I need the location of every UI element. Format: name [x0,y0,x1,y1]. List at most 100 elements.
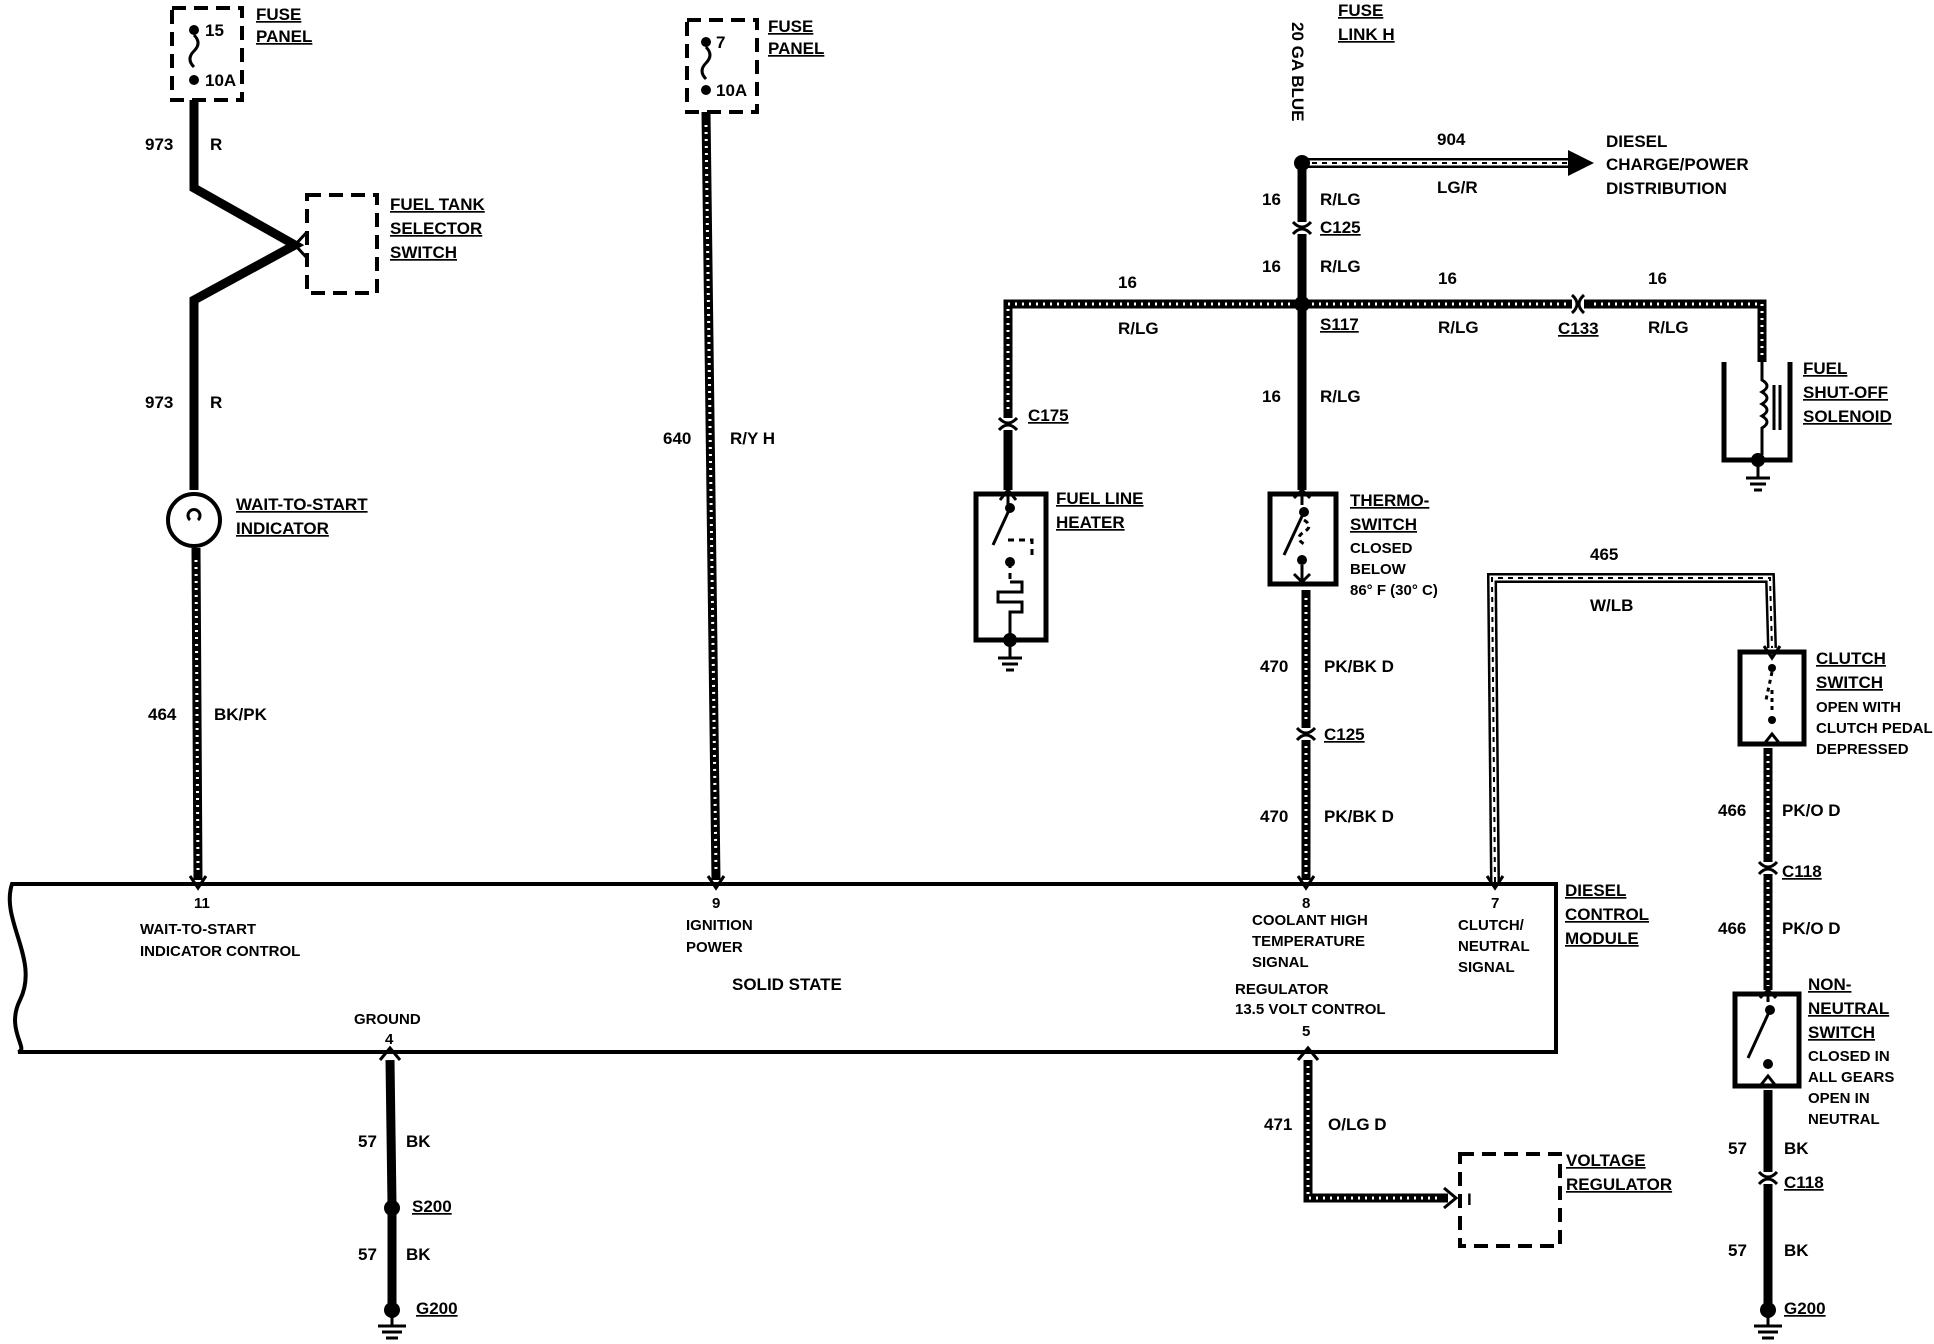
wire-16-right-circuit: 16 [1438,269,1457,288]
diesel-dist-line1: DIESEL [1606,132,1667,151]
wire-973-circuit-top: 973 [145,135,173,154]
wire-904-circuit: 904 [1437,130,1466,149]
wire-57-right: 57 BK C118 57 BK G200 [1728,1090,1826,1340]
thermo-line1: THERMO- [1350,491,1429,510]
fuse-left-number: 15 [205,21,224,40]
wire-904: 904 LG/R DIESEL CHARGE/POWER DISTRIBUTIO… [1294,130,1749,198]
s200: S200 [412,1197,452,1216]
thermo-switch: THERMO- SWITCH CLOSED BELOW 86° F (30° C… [1267,487,1438,599]
pin7-label-3: SIGNAL [1458,959,1515,976]
fuse-left-label-2: PANEL [256,27,312,46]
c125-top: C125 [1320,218,1361,237]
c125-low: C125 [1324,725,1365,744]
voltage-regulator: I VOLTAGE REGULATOR [1458,1151,1672,1248]
clutch-line4: CLUTCH PEDAL [1816,720,1933,737]
wire-16-far-color: R/LG [1648,318,1689,337]
solenoid-line3: SOLENOID [1803,407,1892,426]
splice-s117: S117 [1320,315,1359,334]
wire-470: 470 PK/BK D C125 470 PK/BK D [1260,590,1394,880]
fuse-mid-label-1: FUSE [768,17,813,36]
wire-973-color-bot: R [210,393,222,412]
pin7: 7 [1491,895,1499,912]
wire-57-r1-color: BK [1784,1139,1809,1158]
diesel-control-module: DIESEL CONTROL MODULE SOLID STATE 11 WAI… [7,875,1649,1061]
module-name-2: CONTROL [1565,905,1649,924]
pin8-label-3: SIGNAL [1252,954,1309,971]
pin4: 4 [385,1031,394,1048]
clutch-line2: SWITCH [1816,673,1883,692]
non-neutral-switch: NON- NEUTRAL SWITCH CLOSED IN ALL GEARS … [1732,975,1894,1128]
fuse-link-label-1: FUSE [1338,1,1383,20]
wire-57-l2-color: BK [406,1245,431,1264]
fuel-shutoff-solenoid: FUEL SHUT-OFF SOLENOID [1721,359,1892,492]
thermo-line4: BELOW [1350,561,1407,578]
wire-57-l1-color: BK [406,1132,431,1151]
wire-464: 464 BK/PK [148,547,268,881]
wire-640-color: R/Y H [730,429,775,448]
non-neutral-line3: SWITCH [1808,1023,1875,1042]
wire-465-circuit: 465 [1590,545,1618,564]
module-name-3: MODULE [1565,929,1639,948]
wire-464-color: BK/PK [214,705,268,724]
clutch-line5: DEPRESSED [1816,741,1909,758]
ground-label: GROUND [354,1011,421,1028]
pin8: 8 [1302,895,1310,912]
wire-16b-color: R/LG [1320,257,1361,276]
wire-973-color-top: R [210,135,222,154]
pin8-label-2: TEMPERATURE [1252,933,1365,950]
non-neutral-line2: NEUTRAL [1808,999,1889,1018]
c175: C175 [1028,406,1069,425]
non-neutral-line6: OPEN IN [1808,1090,1870,1107]
wire-640: 640 R/Y H [663,111,775,881]
pin11: 11 [194,895,210,912]
wire-16a-color: R/LG [1320,190,1361,209]
non-neutral-line4: CLOSED IN [1808,1048,1890,1065]
heater-line1: FUEL LINE [1056,489,1144,508]
wire-471-circuit: 471 [1264,1115,1292,1134]
wire-465: 465 W/LB [1486,545,1777,883]
wire-470b-color: PK/BK D [1324,807,1394,826]
wire-16c-color: R/LG [1320,387,1361,406]
wire-57-left: 57 BK S200 57 BK G200 [358,1059,458,1340]
thermo-line5: 86° F (30° C) [1350,582,1438,599]
selector-line3: SWITCH [390,243,457,262]
module-name-1: DIESEL [1565,881,1626,900]
wait-to-start-indicator: WAIT-TO-START INDICATOR [166,492,368,548]
non-neutral-line7: NEUTRAL [1808,1111,1880,1128]
pin9-label-2: POWER [686,939,743,956]
pin9-label-1: IGNITION [686,917,753,934]
wire-466b-color: PK/O D [1782,919,1841,938]
wire-16-left-color: R/LG [1118,319,1159,338]
fuse-link-h: FUSE LINK H 20 GA BLUE [1288,1,1395,122]
solenoid-line1: FUEL [1803,359,1847,378]
wire-57-r2-circuit: 57 [1728,1241,1747,1260]
fuse-panel-middle: 7 10A FUSE PANEL [685,17,824,114]
wire-57-l2-circuit: 57 [358,1245,377,1264]
wire-466a-circuit: 466 [1718,801,1746,820]
wire-57-r1-circuit: 57 [1728,1139,1747,1158]
clutch-line3: OPEN WITH [1816,699,1901,716]
wire-973: 973 R 973 R [145,100,305,490]
wire-57-r2-color: BK [1784,1241,1809,1260]
wire-16a-circuit: 16 [1262,190,1281,209]
diesel-dist-line3: DISTRIBUTION [1606,179,1727,198]
solenoid-line2: SHUT-OFF [1803,383,1888,402]
pin7-label-1: CLUTCH/ [1458,917,1525,934]
fuse-link-wire: 20 GA BLUE [1288,22,1307,122]
wire-464-circuit: 464 [148,705,177,724]
wire-16-left-circuit: 16 [1118,273,1137,292]
fuel-line-heater: FUEL LINE HEATER [973,487,1144,672]
wire-466a-color: PK/O D [1782,801,1841,820]
pin8-label-1: COOLANT HIGH [1252,912,1368,929]
fuse-left-rating: 10A [205,71,236,90]
wire-16b-circuit: 16 [1262,257,1281,276]
module-solid-state: SOLID STATE [732,975,842,994]
clutch-line1: CLUTCH [1816,649,1886,668]
wire-16-right: 16 R/LG C133 16 R/LG [1302,269,1767,362]
voltage-regulator-terminal: I [1467,1190,1472,1209]
non-neutral-line1: NON- [1808,975,1851,994]
pin9: 9 [712,895,720,912]
c133: C133 [1558,319,1599,338]
regulator-label-1: REGULATOR [1235,981,1329,998]
wire-973-circuit-bot: 973 [145,393,173,412]
